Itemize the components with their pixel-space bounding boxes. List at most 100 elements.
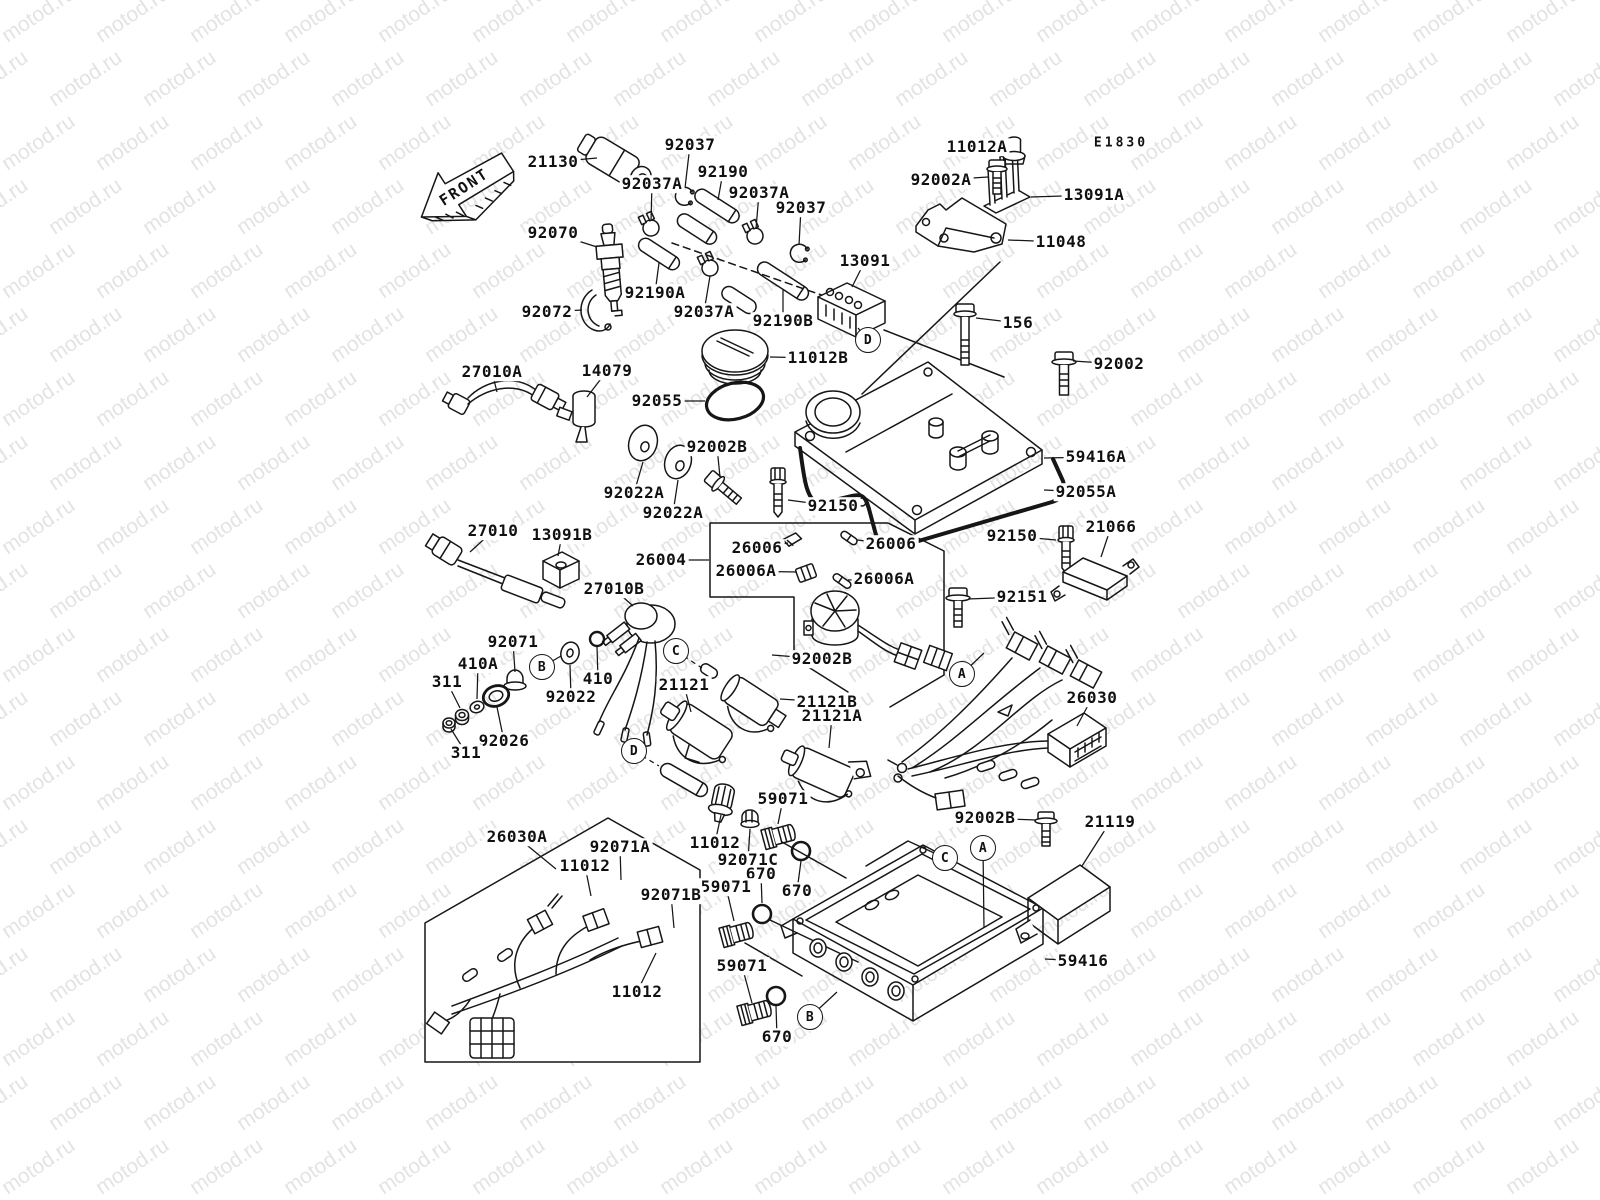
part-label-14079-20: 14079	[579, 361, 635, 381]
part-label-21121-48: 21121	[656, 675, 712, 695]
part-label-311-42: 311	[429, 672, 465, 692]
diagram-code: E1830	[1093, 135, 1149, 151]
part-label-59071-70: 59071	[714, 956, 770, 976]
part-label-59416-73: 59416	[1055, 951, 1111, 971]
part-label-21121A-51: 21121A	[799, 706, 865, 726]
ref-circle-A-64: A	[970, 835, 996, 861]
part-label-92071-39: 92071	[485, 632, 541, 652]
part-label-26004-33: 26004	[633, 550, 689, 570]
part-label-670-71: 670	[759, 1027, 795, 1047]
bolt-art	[1051, 351, 1077, 396]
washer-art	[560, 641, 580, 665]
part-label-156-16: 156	[1000, 313, 1036, 333]
c-clip-art	[674, 186, 695, 206]
harness-art	[425, 893, 664, 1059]
part-label-26006-34: 26006	[729, 538, 785, 558]
grommet-cap-art	[740, 809, 760, 829]
part-label-92190B-9: 92190B	[750, 311, 816, 331]
tube-art	[694, 188, 740, 224]
part-label-21066-29: 21066	[1083, 517, 1139, 537]
ref-circle-D-74: D	[855, 327, 881, 353]
ref-circle-A-53: A	[949, 661, 975, 687]
electric-case-art	[780, 844, 1044, 1022]
part-label-92002B-22: 92002B	[684, 437, 750, 457]
small-part-art	[840, 530, 858, 546]
part-label-59416A-26: 59416A	[1063, 447, 1129, 467]
ref-circle-B-41: B	[529, 654, 555, 680]
rod-art	[659, 762, 709, 798]
case-cover-art	[794, 361, 1043, 535]
screw-art	[1057, 525, 1075, 574]
tube-art	[756, 261, 810, 301]
plug-screw-art	[718, 921, 754, 949]
part-label-92002B-61: 92002B	[952, 808, 1018, 828]
ring-art	[481, 684, 511, 708]
part-label-92150-28: 92150	[984, 526, 1040, 546]
part-label-92055-21: 92055	[629, 391, 685, 411]
part-label-92070-6: 92070	[525, 223, 581, 243]
small-part-art	[832, 573, 852, 589]
clamp-art	[741, 218, 764, 245]
ignition-coil-art	[660, 700, 733, 765]
c-clip-art	[789, 243, 810, 263]
sensor-lead-art	[441, 379, 567, 415]
part-label-92190A-7: 92190A	[622, 283, 688, 303]
part-label-13091-15: 13091	[837, 251, 893, 271]
bolt-art	[945, 587, 971, 628]
bolt-art	[1034, 811, 1058, 847]
plug-screw-art	[736, 999, 772, 1027]
small-part-art	[794, 563, 818, 583]
ref-circle-C-63: C	[932, 845, 958, 871]
part-label-311-46: 311	[448, 743, 484, 763]
ignition-coil-art	[780, 745, 872, 803]
spark-plug-art	[595, 223, 624, 317]
main-harness-art	[887, 616, 1107, 811]
front-arrow-icon	[420, 152, 515, 222]
part-label-92150-25: 92150	[805, 496, 861, 516]
part-label-92072-10: 92072	[519, 302, 575, 322]
igniter-box-art	[1015, 864, 1111, 945]
o-ring-art	[790, 840, 812, 862]
part-label-11012-67: 11012	[557, 856, 613, 876]
part-label-92037A-8: 92037A	[671, 302, 737, 322]
clamp-art	[637, 210, 660, 237]
rotor-art	[803, 590, 860, 646]
part-label-21130-0: 21130	[525, 152, 581, 172]
part-label-92037A-3: 92037A	[619, 174, 685, 194]
ignition-coil-art	[720, 674, 787, 733]
part-label-410-43: 410	[580, 669, 616, 689]
harness-box-outline	[424, 817, 701, 1063]
part-label-26006-35: 26006	[863, 534, 919, 554]
o-ring-art	[765, 985, 787, 1007]
part-label-92055A-27: 92055A	[1053, 482, 1119, 502]
part-label-11012-69: 11012	[609, 982, 665, 1002]
o-ring-art	[588, 630, 606, 648]
part-label-92022A-24: 92022A	[640, 503, 706, 523]
nut-art	[454, 708, 470, 726]
part-label-21119-62: 21119	[1082, 812, 1138, 832]
part-label-92071A-66: 92071A	[587, 837, 653, 857]
part-label-92151-30: 92151	[994, 587, 1050, 607]
part-label-92037-1: 92037	[662, 135, 718, 155]
screw-art	[769, 467, 787, 518]
part-label-92002-17: 92002	[1091, 354, 1147, 374]
nut-art	[442, 717, 456, 733]
bracket-art	[915, 197, 1007, 253]
switch-sensor-art	[593, 602, 676, 747]
part-label-27010-31: 27010	[465, 521, 521, 541]
part-label-92002A-12: 92002A	[908, 170, 974, 190]
pin-art	[699, 663, 719, 679]
filler-cap-art	[701, 329, 769, 385]
part-label-27010B-38: 27010B	[581, 579, 647, 599]
part-label-670-60: 670	[779, 881, 815, 901]
ref-circle-D-52: D	[621, 738, 647, 764]
round-connector-art	[707, 783, 736, 823]
part-label-92190-2: 92190	[695, 162, 751, 182]
part-label-13091B-32: 13091B	[529, 525, 595, 545]
hose-art	[580, 289, 612, 332]
part-label-92022A-23: 92022A	[601, 483, 667, 503]
bolt-art	[953, 303, 977, 366]
ref-circle-B-72: B	[797, 1004, 823, 1030]
